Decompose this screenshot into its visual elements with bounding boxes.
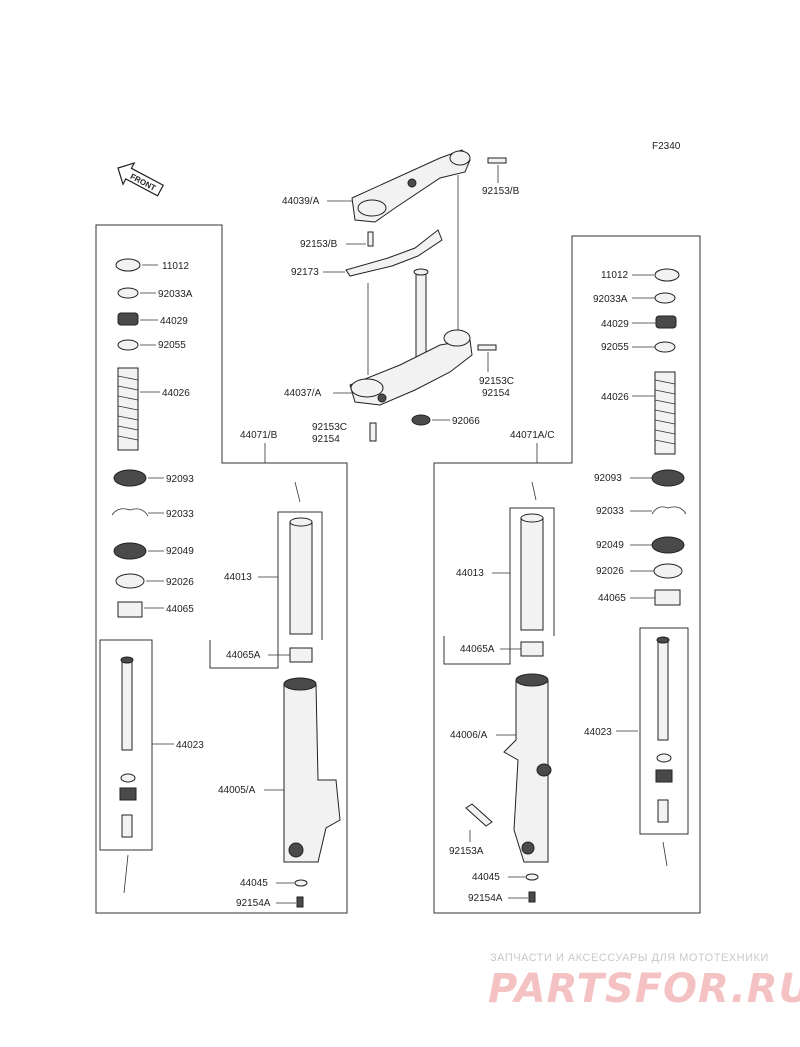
bolt-right: [477, 344, 497, 351]
label-bolt-right-1: 92153C: [479, 376, 514, 387]
left-part-label-5: 44026: [162, 388, 190, 399]
right-fork-parts: [651, 268, 687, 823]
left-fork-parts: [111, 258, 149, 838]
watermark-tagline: ЗАПЧАСТИ И АКСЕССУАРЫ ДЛЯ МОТОТЕХНИКИ: [490, 952, 769, 964]
left-fork-labels: 11012 92033A 44029 92055 44026 92093 920…: [140, 261, 204, 751]
label-left-bottom-bolt: 92154A: [236, 898, 271, 909]
left-part-label-2: 92033A: [158, 289, 193, 300]
label-upper-bracket: 44039/A: [282, 196, 320, 207]
left-damper-bracket: [99, 639, 153, 851]
right-inner-tube-bracket: [443, 507, 555, 665]
grommet: [411, 414, 431, 426]
watermark-logo: PARTSFOR.RU: [488, 966, 800, 1012]
left-part-label-4: 92055: [158, 340, 186, 351]
left-washer: [294, 879, 308, 887]
label-left-bushing: 44065A: [226, 650, 261, 661]
label-left-inner-tube: 44013: [224, 572, 252, 583]
label-right-washer: 44045: [472, 872, 500, 883]
right-part-label-9: 92026: [596, 566, 624, 577]
left-fork-frame: [95, 224, 348, 914]
label-lower-bracket: 44037/A: [284, 388, 322, 399]
label-grommet: 92066: [452, 416, 480, 427]
left-part-label-8: 92049: [166, 546, 194, 557]
right-part-label-3: 44029: [601, 319, 629, 330]
left-part-label-10: 44065: [166, 604, 194, 615]
label-right-inner-tube: 44013: [456, 568, 484, 579]
right-washer: [525, 873, 539, 881]
upper-bracket: [351, 149, 471, 223]
lower-bracket: [349, 329, 473, 406]
label-wire-clip: 92173: [291, 267, 319, 278]
bolt-top: [487, 157, 507, 164]
right-outer-tube: [503, 673, 552, 863]
label-bolt-right-2: 92154: [482, 388, 510, 399]
figure-code: F2340: [652, 141, 681, 152]
bolt-left: [369, 422, 377, 442]
label-right-outer-tube: 44006/A: [450, 730, 488, 741]
label-bolt-mid: 92153/B: [300, 239, 338, 250]
left-bottom-bolt: [296, 896, 304, 908]
right-part-label-4: 92055: [601, 342, 629, 353]
right-axle-bolt: [465, 803, 493, 827]
label-left-assembly: 44071/B: [240, 430, 278, 441]
left-part-label-9: 92026: [166, 577, 194, 588]
right-inner-tube: [520, 513, 544, 657]
bolt-mid: [367, 231, 374, 247]
left-inner-tube-bracket: [209, 511, 323, 669]
right-part-label-6: 92093: [594, 473, 622, 484]
right-fork-frame: [433, 235, 701, 914]
right-part-label-2: 92033A: [593, 294, 628, 305]
label-right-bushing: 44065A: [460, 644, 495, 655]
label-bolt-left-2: 92154: [312, 434, 340, 445]
steering-stem: [413, 268, 429, 358]
left-outer-tube: [283, 677, 341, 863]
left-part-label-3: 44029: [160, 316, 188, 327]
label-right-assembly: 44071A/C: [510, 430, 554, 441]
right-part-label-10: 44065: [598, 593, 626, 604]
right-fork-labels: 11012 92033A 44029 92055 44026 92093 920…: [584, 270, 656, 738]
label-right-axle-bolt: 92153A: [449, 846, 484, 857]
label-bolt-top: 92153/B: [482, 186, 520, 197]
right-damper-bracket: [639, 627, 689, 835]
label-left-outer-tube: 44005/A: [218, 785, 256, 796]
right-part-label-5: 44026: [601, 392, 629, 403]
right-part-label-1: 11012: [601, 270, 629, 281]
left-part-label-11: 44023: [176, 740, 204, 751]
label-bolt-left-1: 92153C: [312, 422, 347, 433]
left-part-label-7: 92033: [166, 509, 194, 520]
label-left-washer: 44045: [240, 878, 268, 889]
left-inner-tube: [289, 517, 313, 663]
left-part-label-6: 92093: [166, 474, 194, 485]
label-right-bottom-bolt: 92154A: [468, 893, 503, 904]
left-part-label-1: 11012: [162, 261, 190, 272]
front-arrow-icon: FRONT: [117, 162, 165, 197]
right-part-label-8: 92049: [596, 540, 624, 551]
right-part-label-11: 44023: [584, 727, 612, 738]
wire-clip: [345, 229, 443, 277]
right-bottom-bolt: [528, 891, 536, 903]
right-part-label-7: 92033: [596, 506, 624, 517]
